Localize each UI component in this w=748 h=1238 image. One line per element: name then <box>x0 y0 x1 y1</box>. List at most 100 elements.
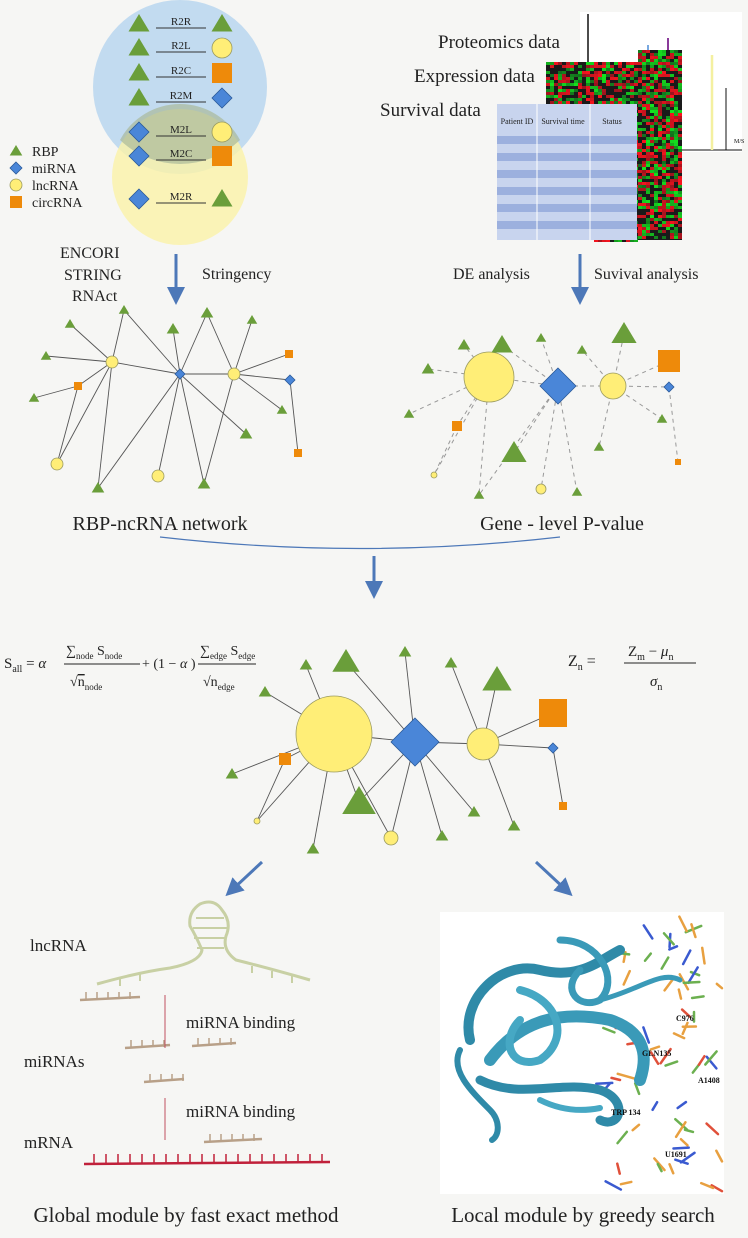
network-edge <box>233 319 253 375</box>
circrna-node <box>675 459 681 465</box>
rbp-node <box>258 686 272 697</box>
network-edge <box>33 385 79 399</box>
rbp-node <box>197 478 211 489</box>
arrow-to-global <box>225 860 264 897</box>
rbp-node <box>421 363 435 374</box>
venn-pair-r2c: R2C <box>128 63 232 83</box>
rna-stick <box>602 1026 616 1034</box>
lncrna-strand <box>96 900 311 986</box>
rbp-node <box>398 646 412 657</box>
edges <box>33 309 299 489</box>
rbp-node <box>306 843 320 854</box>
venn-pair-right-rbp-icon <box>211 189 233 207</box>
gene-level-network <box>403 322 681 499</box>
venn-pair-left-rbp-icon <box>128 63 150 81</box>
right-network-caption: Gene - level P-value <box>480 513 644 535</box>
structure-panel <box>440 912 724 1194</box>
rna-stick <box>679 1137 689 1147</box>
venn-pair-label: R2C <box>171 65 191 77</box>
network-edge <box>45 355 113 363</box>
network-edge <box>179 312 208 375</box>
network-edge <box>513 385 559 454</box>
rna-stick <box>649 1045 661 1051</box>
rna-stick <box>699 1181 715 1190</box>
svg-text:∑node Snode: ∑node Snode <box>66 644 122 661</box>
network-edge <box>289 379 299 454</box>
mirnas-label: miRNAs <box>24 1052 84 1071</box>
network-edge <box>172 328 181 375</box>
network-edge <box>111 361 181 375</box>
rbp-node <box>64 319 76 328</box>
rna-stick <box>622 969 631 986</box>
network-edge <box>111 309 125 363</box>
binding-label-1: miRNA binding <box>186 1013 296 1032</box>
lncrna-node <box>295 695 373 773</box>
venn-pair-label: M2R <box>170 191 193 203</box>
rbp-node <box>200 307 214 318</box>
source-string: STRING <box>64 267 122 284</box>
rna-stick <box>631 1123 641 1132</box>
mirna-node <box>390 717 440 767</box>
circrna-node <box>539 699 567 727</box>
venn-overlap <box>120 104 240 164</box>
network-edge <box>557 385 578 493</box>
rna-stick <box>616 1162 621 1175</box>
rna-stick <box>705 1122 720 1136</box>
venn-pair-left-rbp-icon <box>128 88 150 106</box>
rbp-node <box>491 335 513 353</box>
legend-rbp-label: RBP <box>32 145 59 160</box>
rna-stick <box>653 1157 666 1172</box>
network-edge <box>56 385 79 465</box>
stringency-label: Stringency <box>202 266 271 283</box>
network-edge <box>233 353 290 375</box>
ms-label: M/S <box>734 139 744 145</box>
network-edge <box>233 373 283 411</box>
rbp-node <box>507 820 521 831</box>
rna-stick <box>659 1047 672 1065</box>
rna-stick <box>674 1117 689 1131</box>
table-row <box>497 136 637 144</box>
network-edge <box>206 312 235 375</box>
nodes <box>403 322 681 499</box>
merge-bracket <box>159 536 561 550</box>
venn-pair-m2c: M2C <box>128 145 232 167</box>
mirna-fragments <box>79 992 263 1144</box>
rbp-node <box>457 339 471 350</box>
venn-pair-right-rbp-icon <box>211 14 233 32</box>
rna-stick <box>690 923 697 939</box>
rbp-ncrna-network <box>28 305 302 493</box>
rna-stick <box>715 982 724 990</box>
mirna-node <box>547 742 559 754</box>
table-header-cell: Patient ID <box>501 117 534 126</box>
mirna-node <box>284 374 296 386</box>
lncrna-node <box>253 817 261 825</box>
network-edge <box>345 661 416 743</box>
table-row <box>497 170 637 178</box>
lncrna-node <box>463 351 515 403</box>
rna-stick <box>662 932 675 946</box>
svg-text:Zn =: Zn = <box>568 653 596 673</box>
venn-pair-right-mirna-icon <box>211 87 233 109</box>
rna-stick <box>642 924 654 940</box>
lncrna-ticks <box>119 966 293 986</box>
rbp-node <box>40 351 52 360</box>
venn-pair-right-lncrna-icon <box>211 37 233 59</box>
survival-analysis-label: Suvival analysis <box>594 266 698 283</box>
network-edge <box>433 425 458 476</box>
mirna-node <box>663 381 675 393</box>
rbp-node <box>593 442 605 451</box>
formula-z-n: Zn = Zm − μn σn <box>568 644 696 693</box>
rbp-node <box>482 666 512 691</box>
binding-label-2: miRNA binding <box>186 1102 296 1121</box>
venn-pair-m2r: M2R <box>128 188 233 210</box>
survival-label: Survival data <box>380 100 481 121</box>
network-edge <box>179 373 205 485</box>
rbp-node <box>444 657 458 668</box>
rbp-node <box>501 441 527 462</box>
rna-stick <box>643 952 653 962</box>
rna-stick <box>687 966 699 985</box>
rbp-node <box>299 659 313 670</box>
circrna-node <box>74 382 82 390</box>
